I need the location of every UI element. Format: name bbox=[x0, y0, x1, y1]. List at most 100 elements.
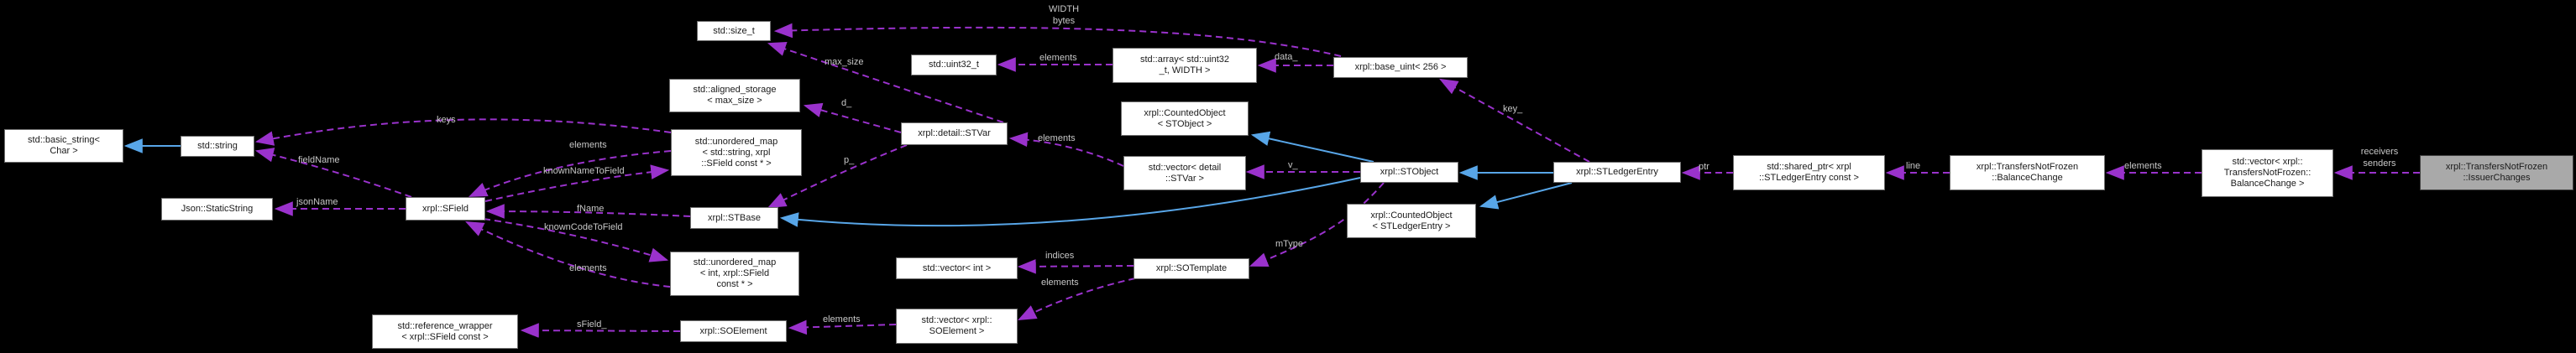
edge-knowncodetofield bbox=[483, 218, 669, 262]
node-label: std::array< std::uint32 bbox=[1139, 55, 1230, 65]
node-label: < std::string, xrpl bbox=[702, 147, 771, 158]
node-label: std::basic_string< bbox=[28, 135, 100, 145]
node-std-uint32-t[interactable]: std::uint32_t bbox=[911, 55, 997, 75]
edge-label-jsonname: jsonName bbox=[296, 197, 338, 207]
edge-label-indices: indices bbox=[1045, 251, 1075, 261]
node-std-size-t[interactable]: std::size_t bbox=[697, 21, 771, 41]
node-label: std::unordered_map bbox=[694, 136, 778, 147]
node-xrpl-transfersnotfrozen-balancechange[interactable]: xrpl::TransfersNotFrozen ::BalanceChange bbox=[1950, 155, 2105, 190]
edge-elements-vecso-soelement bbox=[788, 319, 897, 335]
node-label: xrpl::STObject bbox=[1380, 167, 1439, 177]
edge-elements-umapstring-sfield bbox=[468, 150, 672, 197]
edge-label-ptr: ptr bbox=[1699, 162, 1709, 172]
node-xrpl-countedobject-stobject[interactable]: xrpl::CountedObject < STObject > bbox=[1121, 101, 1249, 136]
node-label: xrpl::SField bbox=[421, 203, 469, 214]
edge-label-line: line bbox=[1906, 161, 1921, 171]
node-label: ::SField const * > bbox=[701, 158, 772, 169]
node-label: xrpl::STBase bbox=[708, 212, 761, 223]
edge-label-knowncodetofield: knownCodeToField bbox=[544, 222, 623, 232]
edge-fieldname bbox=[254, 148, 412, 198]
node-xrpl-stobject[interactable]: xrpl::STObject bbox=[1360, 162, 1458, 183]
node-label: ::STLedgerEntry const > bbox=[1759, 173, 1859, 183]
node-xrpl-stledgerentry[interactable]: xrpl::STLedgerEntry bbox=[1553, 162, 1681, 183]
node-label: Char > bbox=[50, 146, 78, 156]
node-xrpl-sfield[interactable]: xrpl::SField bbox=[406, 197, 485, 221]
node-std-vector-int[interactable]: std::vector< int > bbox=[896, 257, 1018, 279]
edge-label-elements: elements bbox=[1039, 53, 1077, 63]
edge-max-size bbox=[767, 41, 1004, 123]
node-xrpl-soelement[interactable]: xrpl::SOElement bbox=[680, 320, 787, 342]
node-label: std::reference_wrapper bbox=[397, 320, 493, 331]
node-std-aligned-storage[interactable]: std::aligned_storage < max_size > bbox=[669, 79, 800, 112]
node-label: xrpl::SOTemplate bbox=[1155, 263, 1228, 273]
node-xrpl-countedobject-stledgerentry[interactable]: xrpl::CountedObject < STLedgerEntry > bbox=[1347, 204, 1476, 238]
node-label: < STObject > bbox=[1157, 118, 1212, 129]
node-label: std::vector< xrpl:: bbox=[921, 315, 992, 325]
edge-elements-umapint-sfield bbox=[465, 221, 671, 288]
edge-label-elements: elements bbox=[569, 140, 607, 150]
edge-p bbox=[767, 144, 908, 208]
node-label: ::BalanceChange bbox=[1992, 173, 2063, 183]
node-std-basic-string[interactable]: std::basic_string< Char > bbox=[4, 129, 123, 163]
edge-label-key: key_ bbox=[1503, 104, 1523, 114]
node-label: < STLedgerEntry > bbox=[1372, 221, 1451, 231]
node-label: < xrpl::SField const > bbox=[401, 331, 489, 342]
edge-inherit-stobject-countedobject bbox=[1250, 131, 1374, 163]
node-std-shared-ptr[interactable]: std::shared_ptr< xrpl ::STLedgerEntry co… bbox=[1733, 155, 1885, 190]
edge-width-bytes bbox=[773, 23, 1342, 57]
edge-label-d: d_ bbox=[841, 98, 852, 108]
node-label: std::uint32_t bbox=[929, 60, 979, 70]
node-label: xrpl::base_uint< 256 > bbox=[1354, 62, 1447, 72]
node-label: xrpl::SOElement bbox=[699, 325, 767, 336]
edge-sfield bbox=[520, 323, 681, 338]
node-label: BalanceChange > bbox=[2230, 179, 2305, 189]
edge-elements-sotemplate-vecso bbox=[1018, 278, 1136, 320]
node-label: std::size_t bbox=[713, 25, 755, 36]
node-std-array[interactable]: std::array< std::uint32 _t, WIDTH > bbox=[1113, 48, 1257, 83]
edge-label-fieldname: fieldName bbox=[298, 155, 340, 165]
node-label: xrpl::TransfersNotFrozen bbox=[2445, 162, 2548, 172]
node-xrpl-transfersnotfrozen-issuerchanges-main: xrpl::TransfersNotFrozen ::IssuerChanges bbox=[2420, 155, 2573, 190]
node-label: Json::StaticString bbox=[181, 204, 254, 214]
node-label: std::shared_ptr< xrpl bbox=[1767, 162, 1851, 172]
node-label: xrpl::CountedObject bbox=[1370, 210, 1453, 221]
node-std-vector-soelement[interactable]: std::vector< xrpl:: SOElement > bbox=[896, 309, 1018, 344]
edge-label-mtype: mType bbox=[1275, 239, 1304, 249]
edge-label-receivers-senders: receivers senders bbox=[2349, 146, 2410, 169]
node-std-vector-balancechange[interactable]: std::vector< xrpl:: TransfersNotFrozen::… bbox=[2202, 149, 2333, 197]
node-label: < int, xrpl::SField bbox=[699, 268, 770, 278]
node-label: std::string bbox=[197, 141, 238, 151]
node-label: _t, WIDTH > bbox=[1159, 65, 1211, 75]
edge-label-receivers: receivers bbox=[2360, 147, 2399, 157]
node-label: xrpl::detail::STVar bbox=[918, 128, 991, 138]
node-label: std::unordered_map bbox=[693, 257, 777, 267]
edge-label-elements: elements bbox=[1041, 278, 1079, 288]
edge-d bbox=[803, 102, 902, 133]
edge-indices bbox=[1017, 259, 1134, 274]
node-xrpl-stbase[interactable]: xrpl::STBase bbox=[690, 207, 778, 229]
edge-knownnametofield bbox=[484, 164, 670, 202]
edge-inherit-stle-countedobject bbox=[1479, 182, 1573, 210]
node-std-reference-wrapper[interactable]: std::reference_wrapper < xrpl::SField co… bbox=[372, 314, 518, 349]
edge-label-sfield: sField_ bbox=[577, 319, 607, 330]
node-label: ::STVar > bbox=[1165, 173, 1204, 184]
edge-label-bytes: bytes bbox=[1052, 16, 1076, 26]
edge-label-v: v_ bbox=[1288, 160, 1298, 170]
node-std-vector-detail-stvar[interactable]: std::vector< detail ::STVar > bbox=[1123, 156, 1246, 190]
edge-keys bbox=[254, 118, 672, 146]
edge-label-knownnametofield: knownNameToField bbox=[543, 166, 625, 176]
node-xrpl-base-uint[interactable]: xrpl::base_uint< 256 > bbox=[1333, 57, 1468, 78]
edge-label-p: p_ bbox=[844, 155, 855, 165]
node-xrpl-sotemplate[interactable]: xrpl::SOTemplate bbox=[1134, 258, 1249, 279]
edge-label-width-bytes: WIDTH bytes bbox=[1041, 3, 1086, 27]
node-xrpl-detail-stvar[interactable]: xrpl::detail::STVar bbox=[901, 122, 1008, 145]
node-std-unordered-map-string[interactable]: std::unordered_map < std::string, xrpl :… bbox=[671, 129, 802, 176]
node-label: SOElement > bbox=[929, 326, 985, 336]
node-json-staticstring[interactable]: Json::StaticString bbox=[161, 198, 273, 221]
node-label: std::vector< detail bbox=[1148, 162, 1222, 173]
node-std-unordered-map-int[interactable]: std::unordered_map < int, xrpl::SField c… bbox=[670, 252, 799, 296]
node-std-string[interactable]: std::string bbox=[181, 136, 254, 157]
node-label: xrpl::CountedObject bbox=[1144, 107, 1226, 118]
